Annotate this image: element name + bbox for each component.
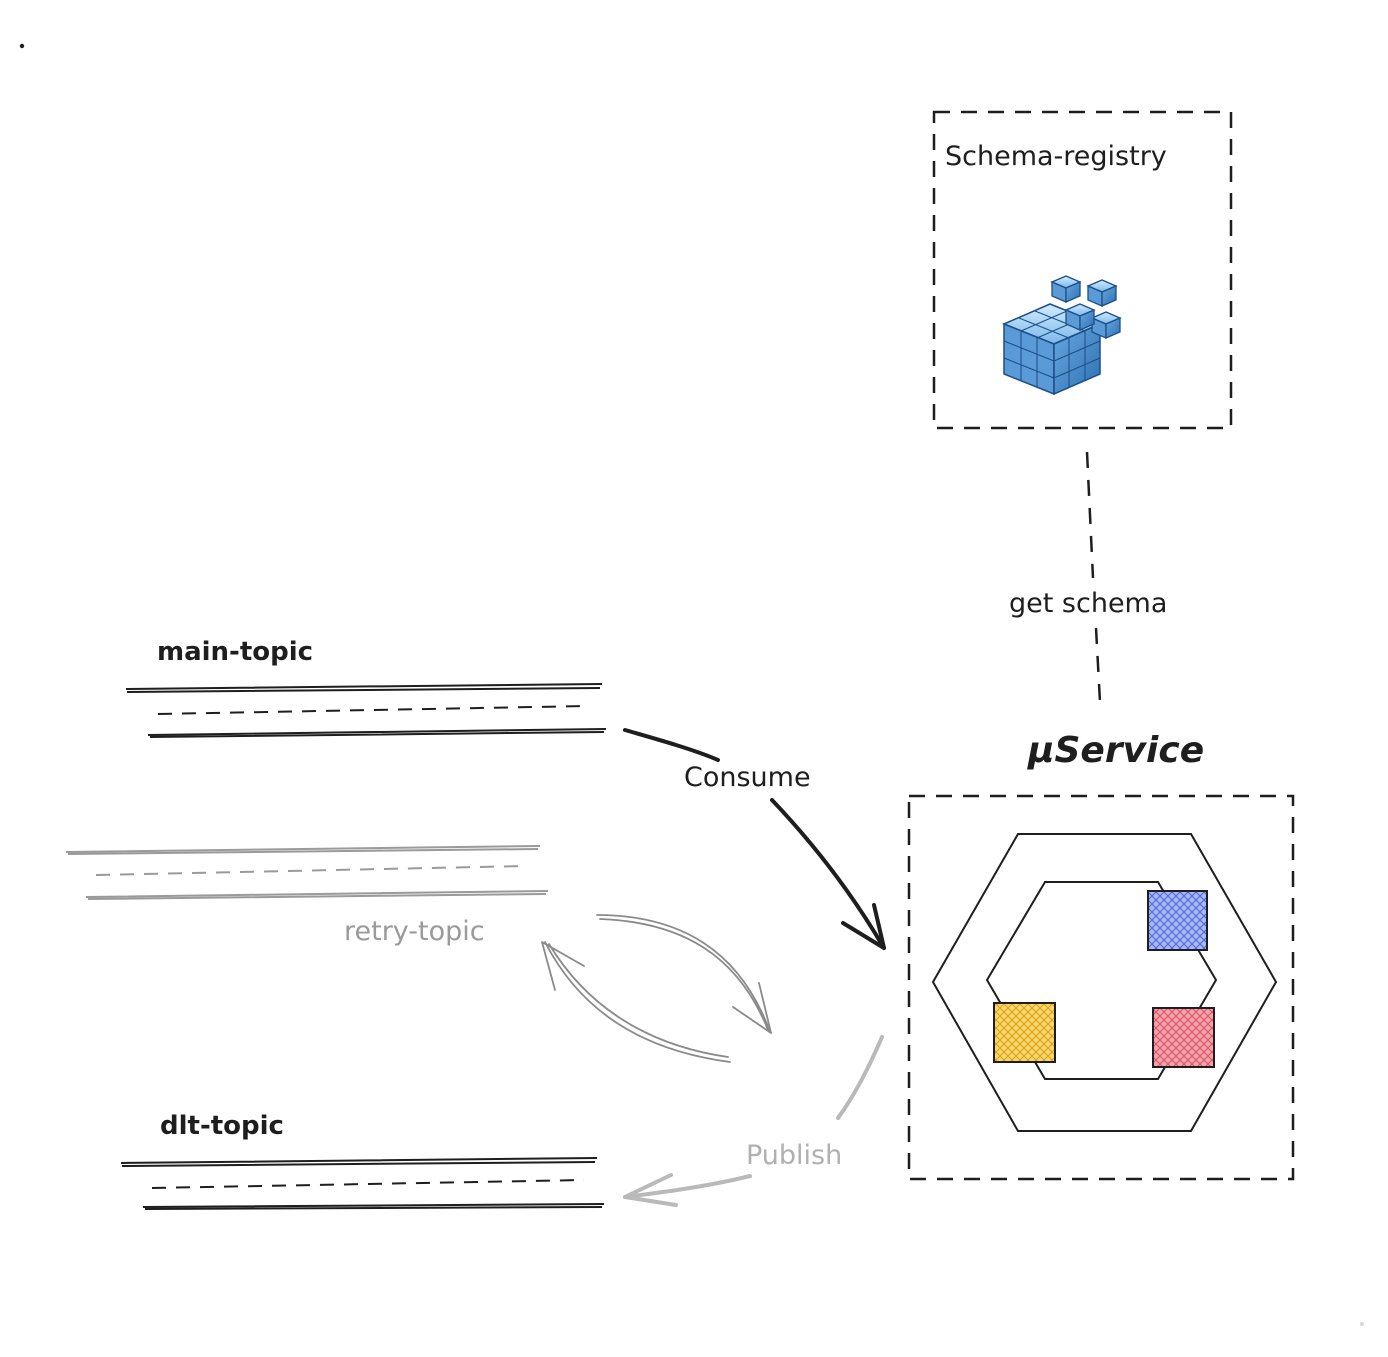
publish-arrow-line-lower — [623, 1174, 752, 1199]
consume-arrow-line — [623, 728, 886, 950]
main-topic-line-bottom — [147, 728, 607, 738]
main-topic-line-top — [125, 683, 603, 693]
consume-arrowhead — [841, 903, 886, 950]
outer-hexagon — [931, 833, 1278, 1132]
retry-topic-node[interactable]: retry-topic — [65, 845, 549, 947]
dlt-topic-line-dashed — [151, 1179, 585, 1189]
dlt-topic-line-top — [120, 1157, 598, 1167]
microservice-title: µService — [1027, 730, 1204, 771]
retry-arrow-out — [596, 914, 771, 1033]
main-topic-line-dashed — [157, 705, 589, 715]
main-topic-label: main-topic — [157, 637, 313, 667]
consume-label: Consume — [684, 762, 811, 793]
get-schema-line-upper — [1085, 451, 1095, 579]
port-yellow — [993, 1002, 1056, 1063]
hexagon-architecture-icon — [931, 833, 1278, 1132]
get-schema-line-lower — [1094, 627, 1102, 703]
main-topic-node[interactable]: main-topic — [125, 637, 607, 738]
retry-loop-edge[interactable] — [541, 914, 772, 1063]
dlt-topic-line-bottom — [142, 1203, 605, 1210]
retry-arrowhead-back — [541, 941, 585, 991]
get-schema-edge[interactable]: get schema — [1009, 451, 1167, 703]
schema-registry-box — [932, 110, 1233, 430]
publish-arrowhead — [623, 1173, 678, 1207]
retry-topic-line-top — [65, 845, 541, 855]
registry-cubes-icon — [1002, 275, 1122, 396]
schema-registry-node[interactable]: Schema-registry — [932, 110, 1233, 430]
corner-dot — [1360, 1322, 1364, 1326]
retry-arrow-back — [544, 941, 731, 1063]
stray-dot — [19, 43, 25, 49]
inner-hexagon — [985, 881, 1218, 1080]
publish-edge[interactable]: Publish — [623, 1035, 884, 1207]
schema-registry-label: Schema-registry — [945, 141, 1167, 172]
retry-topic-label: retry-topic — [344, 916, 485, 947]
publish-arrow-line-upper — [836, 1035, 884, 1120]
retry-arrowhead-out — [732, 982, 772, 1034]
consume-edge[interactable]: Consume — [623, 728, 886, 950]
port-blue — [1147, 890, 1208, 951]
retry-topic-line-dashed — [95, 865, 527, 876]
dlt-topic-node[interactable]: dlt-topic — [120, 1111, 605, 1210]
microservice-node[interactable]: µService — [907, 730, 1295, 1181]
retry-topic-line-bottom — [85, 890, 549, 900]
port-red — [1152, 1007, 1215, 1068]
get-schema-label: get schema — [1009, 588, 1167, 619]
dlt-topic-label: dlt-topic — [160, 1111, 284, 1141]
publish-label: Publish — [746, 1140, 842, 1171]
microservice-box — [907, 794, 1295, 1181]
